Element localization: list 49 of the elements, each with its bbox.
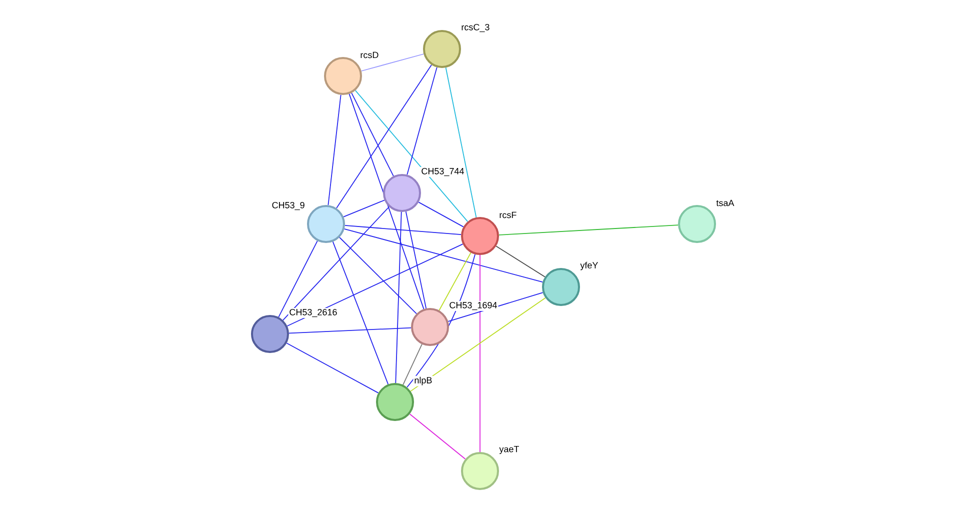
interaction-line bbox=[438, 252, 472, 311]
interaction-line bbox=[288, 327, 412, 334]
protein-node bbox=[423, 30, 461, 68]
interaction-line bbox=[339, 236, 417, 314]
protein-node bbox=[376, 383, 414, 421]
protein-node bbox=[461, 217, 499, 255]
interaction-line bbox=[418, 202, 464, 228]
interaction-line bbox=[286, 244, 464, 326]
node-label: CH53_2616 bbox=[290, 308, 337, 318]
interaction-line bbox=[278, 240, 318, 318]
protein-node bbox=[307, 205, 345, 243]
node-label: yaeT bbox=[499, 446, 519, 454]
interaction-line bbox=[344, 228, 544, 283]
protein-node bbox=[383, 174, 421, 212]
node-label: CH53_1694 bbox=[450, 302, 497, 310]
interaction-line bbox=[336, 64, 432, 209]
interaction-line bbox=[343, 200, 385, 218]
node-label: CH53_744 bbox=[422, 168, 464, 176]
interaction-line bbox=[344, 225, 462, 235]
interaction-line bbox=[354, 90, 468, 222]
interaction-line bbox=[332, 241, 389, 385]
node-label: rcsD bbox=[360, 52, 378, 58]
interaction-line bbox=[496, 246, 546, 278]
interaction-line bbox=[351, 92, 394, 176]
protein-node bbox=[542, 268, 580, 306]
node-label: rcsF bbox=[500, 212, 516, 218]
protein-node bbox=[411, 308, 449, 346]
interaction-line bbox=[405, 211, 427, 309]
protein-node bbox=[461, 452, 499, 490]
interaction-line bbox=[410, 297, 546, 392]
node-label: nlpB bbox=[414, 376, 432, 386]
interaction-line bbox=[348, 94, 424, 310]
interaction-line bbox=[406, 66, 438, 176]
interaction-line bbox=[498, 224, 678, 236]
node-label: rcsC_3 bbox=[462, 24, 490, 32]
node-label: CH53_9 bbox=[272, 202, 304, 210]
protein-node bbox=[678, 205, 716, 243]
interaction-line bbox=[360, 54, 424, 72]
protein-node bbox=[251, 315, 289, 353]
protein-node bbox=[324, 57, 362, 95]
node-label: yfeY bbox=[580, 262, 598, 270]
interaction-line bbox=[282, 206, 390, 321]
interaction-line bbox=[286, 342, 379, 394]
interaction-line bbox=[395, 212, 402, 384]
interaction-line bbox=[409, 414, 466, 460]
interaction-line bbox=[402, 344, 422, 386]
node-label: tsaA bbox=[716, 200, 734, 206]
interaction-line bbox=[445, 67, 477, 218]
interaction-line bbox=[328, 94, 342, 206]
